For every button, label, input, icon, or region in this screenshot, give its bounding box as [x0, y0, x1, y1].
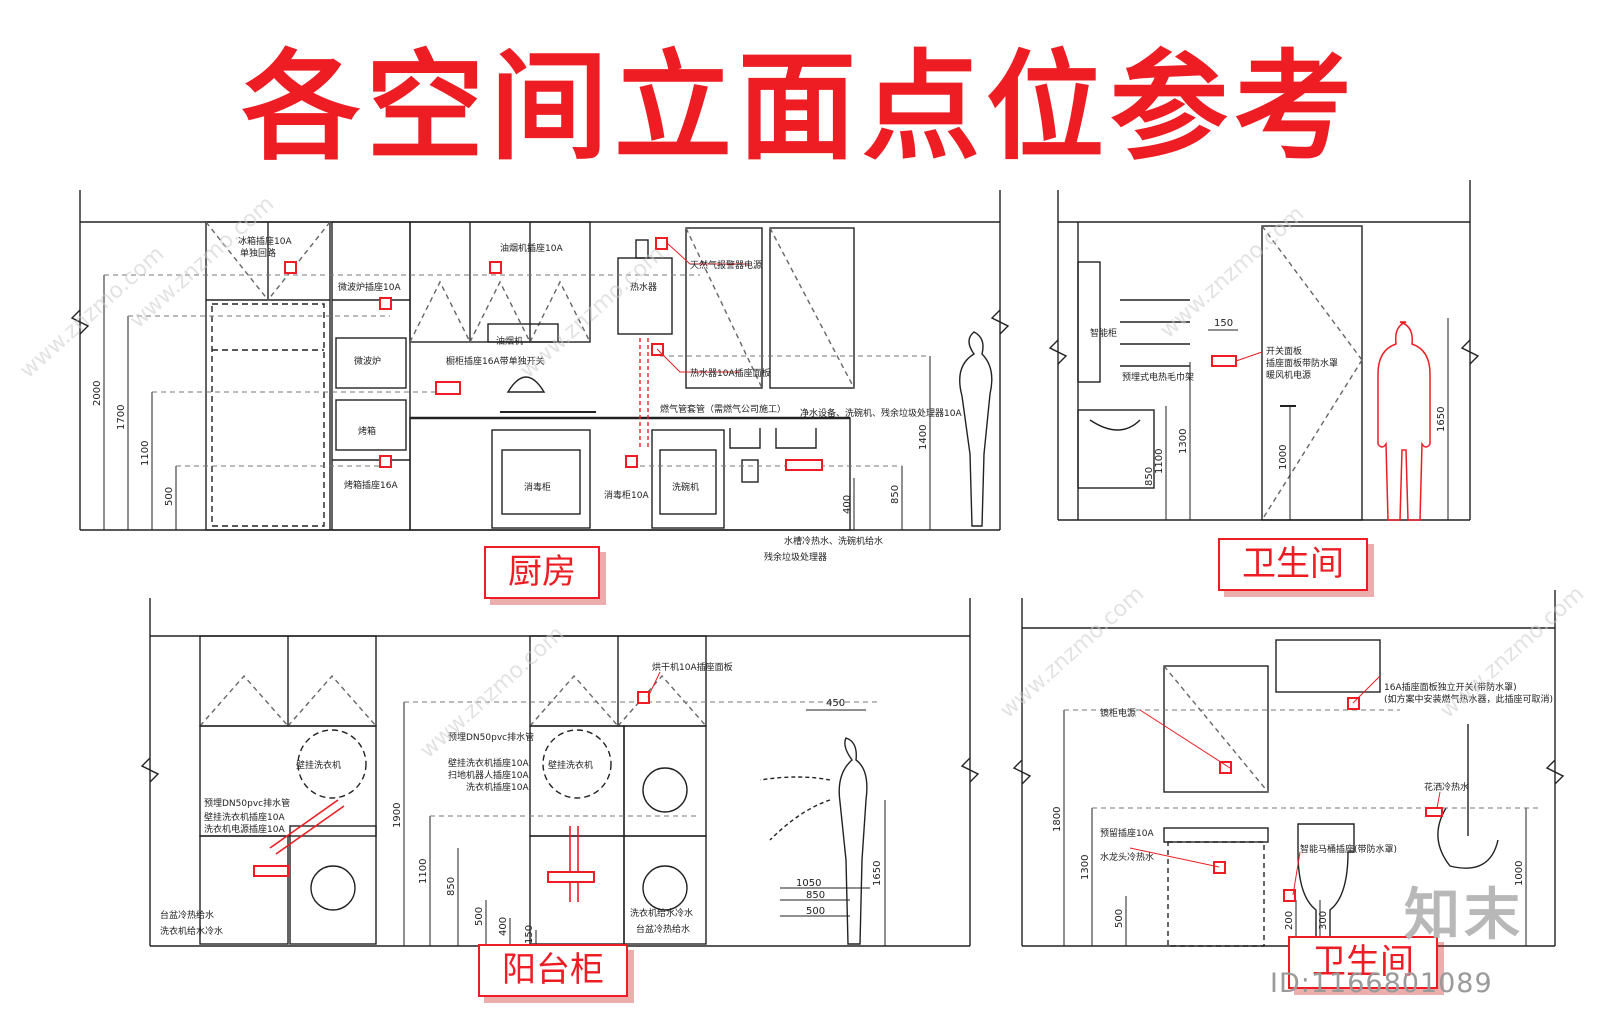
- balcony-elevation: [140, 598, 980, 947]
- dimension-label: 1100: [140, 441, 151, 466]
- dimension-label: 300: [1318, 911, 1329, 930]
- note-cooktop-switch: 橱柜插座16A带单独开关: [446, 355, 545, 367]
- dimension-label: 500: [806, 906, 825, 917]
- balcony-socket-markers: [253, 691, 650, 883]
- note-microwave-socket: 微波炉插座10A: [338, 281, 401, 293]
- note-sink-devices: 净水设备、洗碗机、残余垃圾处理器10A: [800, 407, 962, 419]
- dimension-label: 1000: [1278, 445, 1289, 470]
- bath-socket-markers: [1213, 697, 1443, 902]
- note-cabinet: 智能柜: [1090, 327, 1117, 339]
- disinfect-label: 消毒柜: [524, 481, 551, 493]
- note-oven-socket: 烤箱插座16A: [344, 479, 398, 491]
- wall-washer-left: 壁挂洗衣机: [296, 759, 341, 771]
- note-waste: 残余垃圾处理器: [764, 551, 827, 563]
- note-hood-socket: 油烟机插座10A: [500, 242, 563, 254]
- heater-label: 热水器: [630, 281, 657, 293]
- dimension-label: 450: [826, 698, 845, 709]
- note-drain-pipe: 预埋DN50pvc排水管: [448, 731, 534, 743]
- dimension-labels: 2000 1700 1100 500 1400 850 400 150 1300…: [92, 318, 1525, 944]
- note-sink-water: 水槽冷热水、洗碗机给水: [784, 535, 883, 547]
- note-gas-alarm: 天然气报警器电源: [690, 259, 762, 271]
- note-mirror: 镜柜电源: [1100, 707, 1136, 719]
- dimension-label: 1050: [796, 878, 821, 889]
- dishwasher-label: 洗碗机: [672, 481, 699, 493]
- note-heater-socket: 热水器10A插座面板: [690, 367, 771, 379]
- note-towel-rack: 预埋式电热毛巾架: [1122, 371, 1194, 383]
- note-bath-switch3: 暖风机电源: [1266, 369, 1311, 381]
- note-reserve: 预留插座10A: [1100, 827, 1154, 839]
- dimension-label: 200: [1284, 911, 1295, 930]
- dimension-label: 1400: [918, 425, 929, 450]
- person-outline: [1377, 321, 1431, 521]
- dimension-label: 1650: [872, 861, 883, 886]
- dimension-label: 850: [446, 877, 457, 896]
- note-socket-b: 扫地机器人插座10A: [448, 769, 529, 781]
- dimension-label: 850: [806, 890, 825, 901]
- image-id: ID:1166801089: [1270, 968, 1493, 999]
- note-heater-switch: 16A插座面板独立开关(带防水罩): [1384, 681, 1517, 693]
- note-drain-pipe-left: 预埋DN50pvc排水管: [204, 797, 290, 809]
- note-basin-water: 台盆冷热给水: [160, 909, 214, 921]
- bathroom-top-elevation: [1048, 180, 1480, 521]
- dimension-label: 850: [1144, 467, 1155, 486]
- note-fridge-circuit: 单独回路: [240, 247, 276, 259]
- room-label-balcony: 阳台柜: [478, 944, 628, 997]
- note-tap: 水龙头冷热水: [1100, 851, 1154, 863]
- oven-label: 烤箱: [358, 425, 376, 437]
- dimension-label: 1000: [1514, 861, 1525, 886]
- dimension-label: 500: [1114, 909, 1125, 928]
- note-socket-a: 壁挂洗衣机插座10A: [448, 757, 529, 769]
- note-basin-water-r: 台盆冷热给水: [636, 923, 690, 935]
- dimension-label: 150: [1214, 318, 1233, 329]
- page-title: 各空间立面点位参考: [241, 38, 1358, 176]
- dimension-label: 1300: [1178, 429, 1189, 454]
- dimension-label: 1650: [1436, 407, 1447, 432]
- dimension-label: 1100: [418, 859, 429, 884]
- note-socket-c: 洗衣机插座10A: [466, 781, 529, 793]
- wall-washer-mid: 壁挂洗衣机: [548, 759, 593, 771]
- kitchen-elevation: [70, 190, 1010, 531]
- dimension-label: 1100: [1154, 449, 1165, 474]
- microwave-label: 微波炉: [354, 355, 381, 367]
- note-hood-label: 油烟机: [496, 335, 523, 347]
- dimension-label: 500: [164, 487, 175, 506]
- dimension-label: 500: [474, 907, 485, 926]
- note-disinfect-socket: 消毒柜10A: [604, 489, 649, 501]
- dimension-label: 850: [890, 485, 901, 504]
- dimension-label: 1700: [116, 405, 127, 430]
- note-washer-water: 洗衣机给水冷水: [160, 925, 223, 937]
- dimension-label: 150: [524, 925, 535, 944]
- note-fridge-socket: 冰箱插座10A: [238, 235, 292, 247]
- note-toilet: 智能马桶插座(带防水罩): [1300, 843, 1397, 855]
- dimension-label: 1800: [1052, 807, 1063, 832]
- dimension-label: 400: [842, 495, 853, 514]
- dimension-label: 2000: [92, 381, 103, 406]
- note-gas-pipe: 燃气管套管（需燃气公司施工）: [660, 403, 786, 415]
- dimension-label: 1900: [392, 803, 403, 828]
- note-left-b: 洗衣机电源插座10A: [204, 823, 285, 835]
- note-heater-note: (如方案中安装燃气热水器，此插座可取消): [1384, 693, 1553, 705]
- dimension-label: 400: [498, 917, 509, 936]
- site-logo: 知末: [1404, 883, 1524, 948]
- note-shower: 花洒冷热水: [1424, 781, 1469, 793]
- room-label-bathroom-top: 卫生间: [1218, 538, 1368, 591]
- note-washer-water-r: 洗衣机给水冷水: [630, 907, 693, 919]
- room-label-bathroom-bottom: 卫生间: [1288, 936, 1438, 989]
- note-bath-switch: 开关面板: [1266, 345, 1302, 357]
- dimension-label: 1300: [1080, 855, 1091, 880]
- note-bath-switch2: 插座面板带防水罩: [1266, 357, 1338, 369]
- room-label-kitchen: 厨房: [484, 546, 600, 599]
- note-dryer: 烘干机10A插座面板: [652, 661, 733, 673]
- note-left-a: 壁挂洗衣机插座10A: [204, 811, 285, 823]
